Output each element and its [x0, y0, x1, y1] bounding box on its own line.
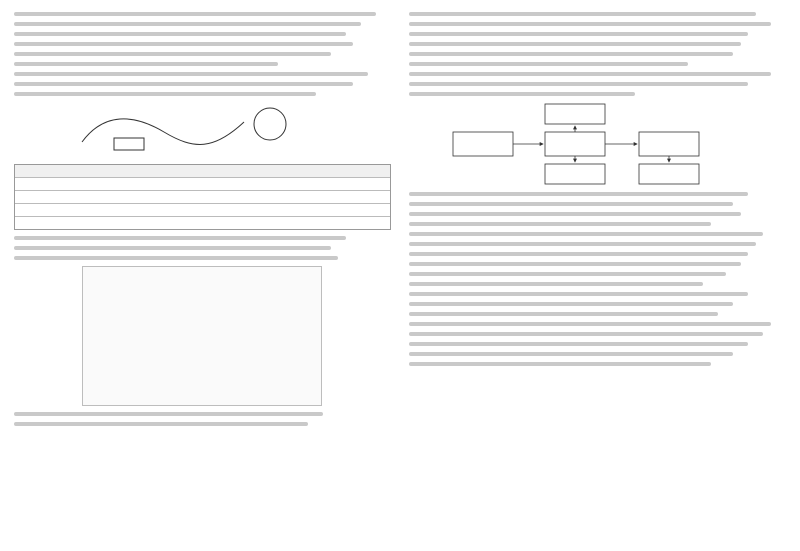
- question-block: [409, 232, 786, 286]
- question-block: [409, 292, 786, 316]
- cell-figure: [82, 266, 322, 406]
- right-column: [409, 8, 786, 529]
- question-block: [409, 12, 786, 66]
- nerve-figure: [81, 107, 287, 151]
- question-block: [14, 72, 391, 96]
- question-block: [14, 236, 391, 260]
- options: [14, 412, 391, 426]
- question-block: [14, 12, 391, 66]
- question-block: [409, 192, 786, 226]
- question-block: [409, 72, 786, 96]
- question-block: [409, 322, 786, 366]
- data-table: [14, 164, 391, 230]
- energy-flow-diagram: [452, 103, 700, 185]
- left-column: [14, 8, 391, 529]
